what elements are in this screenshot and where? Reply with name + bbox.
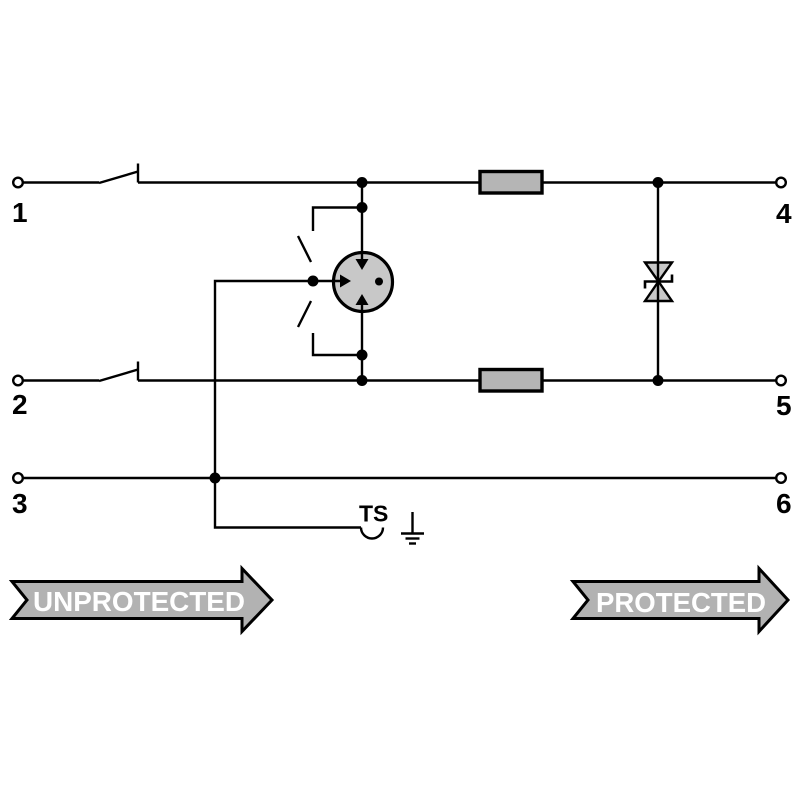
disconnect-switch-line1-icon [98, 163, 140, 185]
junction-dot [209, 472, 221, 484]
terminal-5-circle [775, 374, 788, 387]
gas-discharge-tube-icon [313, 182, 395, 381]
terminal-5: 5 [775, 374, 792, 421]
earth-ground-icon [401, 512, 424, 545]
terminal-2: 2 [11, 374, 28, 420]
junction-dot [356, 349, 368, 361]
disconnect-switch-line2-icon [98, 361, 140, 383]
terminal-3-circle [11, 472, 25, 485]
terminal-6: 6 [775, 472, 792, 519]
terminal-1-circle [11, 176, 25, 189]
junction-dot [652, 375, 664, 386]
protected-label: PROTECTED [596, 587, 766, 618]
terminal-4-label: 4 [776, 198, 792, 229]
unprotected-label: UNPROTECTED [33, 586, 245, 617]
junction-dots [209, 177, 664, 484]
junction-dot [652, 177, 664, 188]
terminal-5-label: 5 [776, 390, 792, 421]
terminal-6-circle [775, 472, 788, 485]
terminal-2-label: 2 [12, 389, 28, 420]
junction-dot [356, 202, 368, 213]
terminal-4-circle [775, 176, 788, 189]
terminal-2-circle [11, 374, 25, 387]
tvs-diode-icon [642, 182, 675, 381]
junction-dot [356, 375, 368, 386]
resistor-line2-icon [478, 367, 544, 393]
terminal-1-label: 1 [12, 197, 28, 228]
junction-dot [356, 177, 368, 188]
ts-rail-contact-icon [359, 527, 385, 540]
terminal-3-label: 3 [12, 488, 28, 519]
protected-arrow: PROTECTED [569, 564, 791, 636]
terminal-6-label: 6 [776, 488, 792, 519]
ground-feed-wire [213, 279, 361, 529]
arrester-plug-contact-icon [296, 206, 362, 357]
terminal-4: 4 [775, 176, 792, 229]
terminal-3: 3 [11, 472, 28, 519]
junction-dot [307, 275, 319, 287]
ts-label: TS [359, 501, 388, 527]
terminal-1: 1 [11, 176, 28, 228]
unprotected-arrow: UNPROTECTED [8, 564, 275, 636]
resistor-line1-icon [478, 169, 544, 195]
